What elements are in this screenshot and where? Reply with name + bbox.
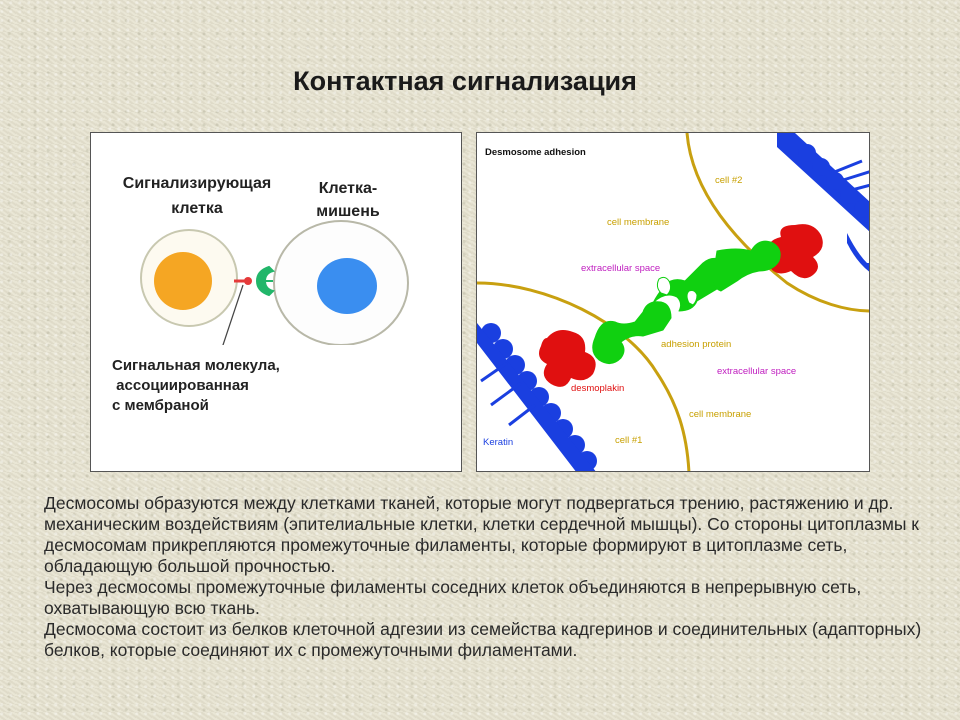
paragraph: Через десмосомы промежуточные филаменты …: [44, 577, 862, 618]
keratin-filament-top: [777, 133, 869, 272]
signaling-cell-nucleus: [154, 252, 212, 310]
membrane-cell1: [477, 281, 691, 471]
slide-title: Контактная сигнализация: [293, 66, 637, 96]
label-extracellular-bottom: extracellular space: [717, 366, 796, 377]
label-adhesion-protein: adhesion protein: [661, 339, 731, 350]
desmosome-figure: Desmosome adhesion cell #2 cell membrane…: [476, 132, 870, 472]
membrane-cell2: [685, 133, 869, 313]
molecule-label-box: [100, 345, 356, 425]
signaling-cell-label: Сигнализирующая клетка: [97, 171, 297, 227]
receptor: [255, 265, 275, 297]
adhesion-protein: [592, 240, 781, 364]
paragraph: Десмосомы образуются между клетками ткан…: [44, 493, 919, 576]
label-cell1: cell #1: [615, 435, 642, 446]
keratin-filament-bottom: [477, 323, 597, 471]
diagram-title: Desmosome adhesion: [485, 147, 586, 158]
paragraph: Десмосома состоит из белков клеточной ад…: [44, 619, 922, 660]
description-text: Десмосомы образуются между клетками ткан…: [44, 493, 944, 661]
label-cell-membrane-top: cell membrane: [607, 217, 669, 228]
target-cell-label: Клетка- мишень: [316, 180, 380, 220]
label-desmoplakin: desmoplakin: [571, 383, 624, 394]
desmoplakin-cell1: [539, 330, 596, 387]
desmosome-diagram: Desmosome adhesion cell #2 cell membrane…: [477, 133, 869, 471]
label-cell2: cell #2: [715, 175, 742, 186]
cell-diagram: [140, 220, 409, 352]
pointer-line: [220, 284, 244, 352]
label-cell-membrane-bottom: cell membrane: [689, 409, 751, 420]
label-extracellular-top: extracellular space: [581, 263, 660, 274]
signal-molecule: [244, 277, 252, 285]
desmoplakin-cell2: [766, 224, 823, 279]
molecule-label: Сигнальная молекула, ассоциированная с м…: [112, 357, 280, 414]
label-keratin: Keratin: [483, 437, 513, 448]
target-cell-nucleus: [317, 258, 377, 314]
